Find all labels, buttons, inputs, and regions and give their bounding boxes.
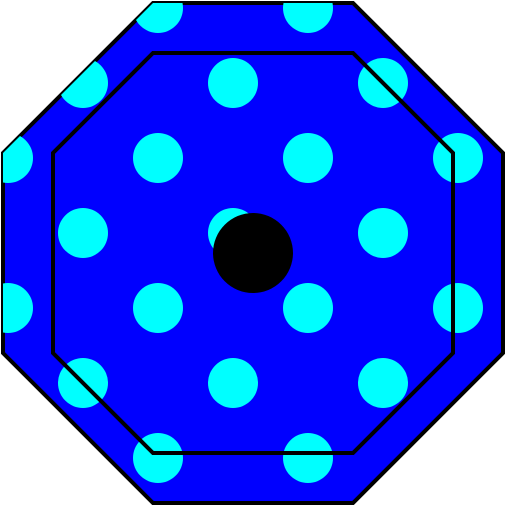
polka-dot xyxy=(133,133,183,183)
polka-dot xyxy=(358,358,408,408)
polka-dot xyxy=(283,433,333,483)
octagon-inner xyxy=(51,51,455,455)
polka-dot xyxy=(433,283,483,333)
polka-dot xyxy=(58,58,108,108)
polka-dot xyxy=(283,133,333,183)
polka-dot xyxy=(283,283,333,333)
polka-dot xyxy=(3,133,33,183)
polka-dot xyxy=(208,58,258,108)
polka-dot xyxy=(3,283,33,333)
polka-dot xyxy=(133,3,183,33)
polka-dot xyxy=(58,208,108,258)
polka-dot xyxy=(283,3,333,33)
polka-dot xyxy=(133,283,183,333)
polka-dot xyxy=(358,208,408,258)
polka-dot xyxy=(208,358,258,408)
center-circle xyxy=(213,213,293,293)
